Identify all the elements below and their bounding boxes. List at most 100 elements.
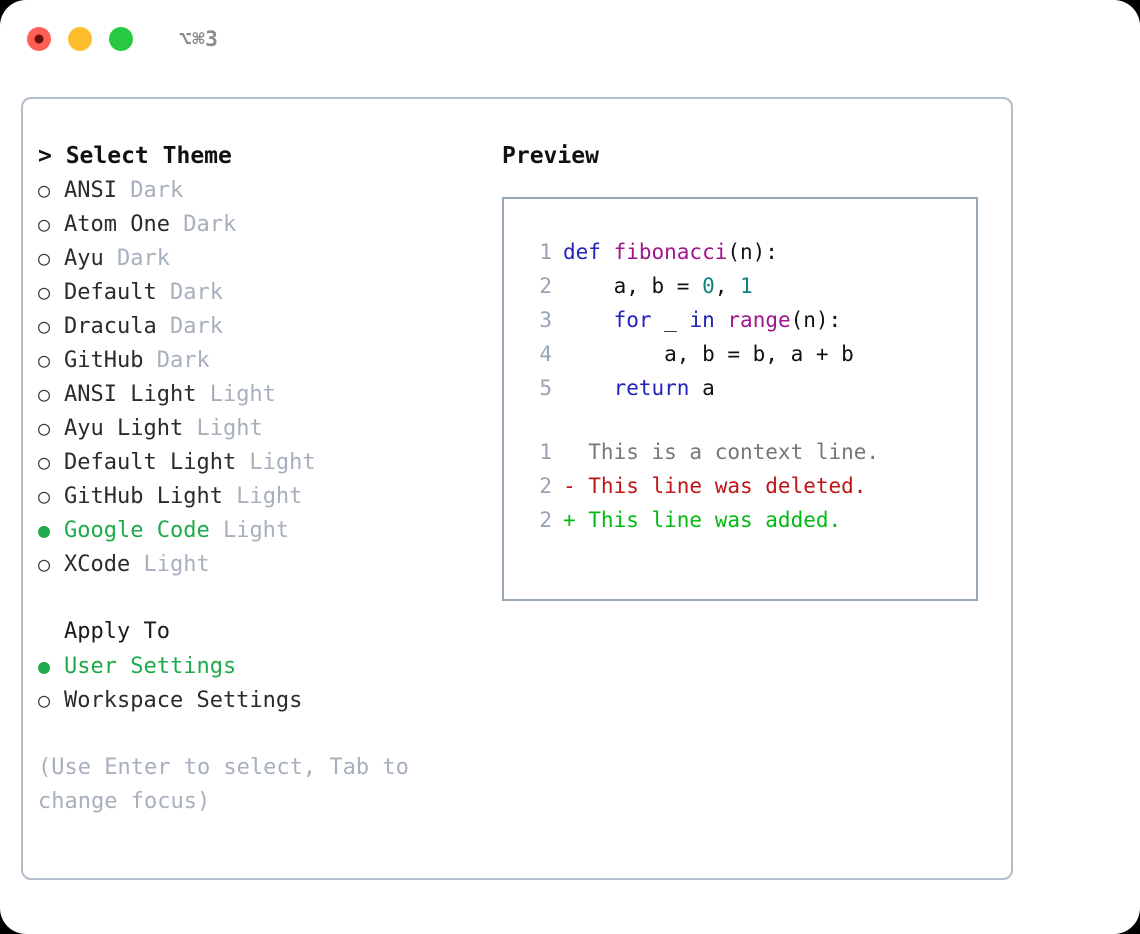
code-token: a <box>689 376 715 400</box>
list-item-label: User Settings <box>64 654 237 679</box>
radio-selected-icon: ● <box>38 654 51 678</box>
list-item-label: Dracula <box>64 314 157 339</box>
radio-unselected-icon: ○ <box>38 314 51 338</box>
theme-selector-column: > Select Theme ○ANSI Dark○Atom One Dark○… <box>38 139 478 819</box>
list-item-label: Ayu <box>64 246 104 271</box>
list-item-variant-badge: Dark <box>156 280 223 305</box>
list-item-variant-badge: Dark <box>103 246 170 271</box>
code-token: a, b = <box>563 274 703 298</box>
code-line-text: a, b = b, a + b <box>563 337 854 371</box>
list-spacer <box>38 581 478 615</box>
code-diff-gap <box>522 405 976 435</box>
code-line: 3 for _ in range(n): <box>522 303 976 337</box>
theme-option-list[interactable]: ○ANSI Dark○Atom One Dark○Ayu Dark○Defaul… <box>38 173 478 581</box>
diff-line-text: This is a context line. <box>563 440 880 464</box>
radio-unselected-icon: ○ <box>38 450 51 474</box>
diff-line: 2 + This line was added. <box>522 503 976 537</box>
list-item-variant-badge: Dark <box>156 314 223 339</box>
dialog-frame: > Select Theme ○ANSI Dark○Atom One Dark○… <box>21 97 1013 880</box>
code-token <box>715 308 728 332</box>
diff-line-text: + This line was added. <box>563 508 842 532</box>
code-token: def <box>563 240 614 264</box>
diff-line-number: 2 <box>539 508 552 532</box>
traffic-lights <box>27 27 133 51</box>
list-item-variant-badge: Light <box>130 552 210 577</box>
list-item-variant-badge: Light <box>196 382 276 407</box>
apply-to-heading: Apply To <box>64 619 170 644</box>
list-item-label: Atom One <box>64 212 170 237</box>
list-item[interactable]: ○Default Dark <box>38 275 478 309</box>
list-item[interactable]: ○Default Light Light <box>38 445 478 479</box>
title-bar: ⌥⌘3 <box>0 0 1140 78</box>
list-item[interactable]: ○ Ayu Dark <box>38 241 478 275</box>
list-item-variant-badge: Dark <box>169 212 237 237</box>
code-token: , <box>714 274 741 298</box>
list-item[interactable]: ○Ayu Light Light <box>38 411 478 445</box>
diff-line-number: 2 <box>539 474 552 498</box>
code-token <box>563 376 614 400</box>
code-line-text: def fibonacci(n): <box>563 235 778 269</box>
list-item[interactable]: ○ Atom One Dark <box>38 207 478 241</box>
code-line-text: a, b = 0, 1 <box>563 269 753 303</box>
radio-unselected-icon: ○ <box>38 178 51 202</box>
list-item-variant-badge: Light <box>209 518 290 543</box>
code-line-number: 2 <box>539 274 552 298</box>
list-item-label: Ayu Light <box>64 416 184 441</box>
radio-unselected-icon: ○ <box>38 212 51 236</box>
apply-to-option-list[interactable]: ● User Settings ○Workspace Settings <box>38 649 478 717</box>
list-item[interactable]: ● User Settings <box>38 649 478 683</box>
code-line-text: return a <box>563 371 715 405</box>
diff-line-number: 1 <box>539 440 552 464</box>
list-item-label: ANSI Light <box>64 382 197 407</box>
radio-unselected-icon: ○ <box>38 416 51 440</box>
keyboard-shortcut-label: ⌥⌘3 <box>179 27 219 51</box>
maximize-button[interactable] <box>109 27 133 51</box>
code-token: _ <box>651 308 690 332</box>
code-token: range <box>727 308 791 332</box>
diff-sample-block: 1 This is a context line.2- This line wa… <box>522 435 976 537</box>
code-token: in <box>689 308 715 332</box>
list-item[interactable]: ○GitHub Dark <box>38 343 478 377</box>
diff-line: 1 This is a context line. <box>522 435 976 469</box>
close-button[interactable] <box>27 27 51 51</box>
code-line: 5 return a <box>522 371 976 405</box>
list-item[interactable]: ○ ANSI Light Light <box>38 377 478 411</box>
list-item[interactable]: ●Google Code Light <box>38 513 478 547</box>
radio-unselected-icon: ○ <box>38 246 51 270</box>
list-item-variant-badge: Dark <box>143 348 210 373</box>
code-line-text: for _ in range(n): <box>563 303 842 337</box>
close-icon <box>34 34 44 44</box>
code-line: 2 a, b = 0, 1 <box>522 269 976 303</box>
code-token: a, b = b, a + b <box>563 342 854 366</box>
code-token: return <box>613 376 690 400</box>
list-item[interactable]: ○ANSI Dark <box>38 173 478 207</box>
code-line-number: 3 <box>539 308 552 332</box>
code-token <box>563 308 614 332</box>
panel-title-select-theme: > Select Theme <box>38 143 232 169</box>
radio-unselected-icon: ○ <box>38 552 51 576</box>
list-item-label: GitHub Light <box>64 484 223 509</box>
preview-title: Preview <box>502 143 599 169</box>
radio-unselected-icon: ○ <box>38 688 51 712</box>
list-item[interactable]: ○ Dracula Dark <box>38 309 478 343</box>
code-token: 0 <box>702 274 715 298</box>
list-item-variant-badge: Light <box>222 484 303 509</box>
list-item-label: Default Light <box>64 450 237 475</box>
code-token: fibonacci <box>613 240 728 264</box>
list-item[interactable]: ○Workspace Settings <box>38 683 478 717</box>
code-token: (n): <box>727 240 778 264</box>
code-line-number: 1 <box>539 240 552 264</box>
code-token: 1 <box>740 274 753 298</box>
list-item-label: GitHub <box>64 348 144 373</box>
list-item[interactable]: ○GitHub Light Light <box>38 479 478 513</box>
code-token: for <box>613 308 652 332</box>
list-item-label: Google Code <box>64 518 210 543</box>
list-item[interactable]: ○XCode Light <box>38 547 478 581</box>
diff-line: 2- This line was deleted. <box>522 469 976 503</box>
radio-unselected-icon: ○ <box>38 382 51 406</box>
minimize-button[interactable] <box>68 27 92 51</box>
